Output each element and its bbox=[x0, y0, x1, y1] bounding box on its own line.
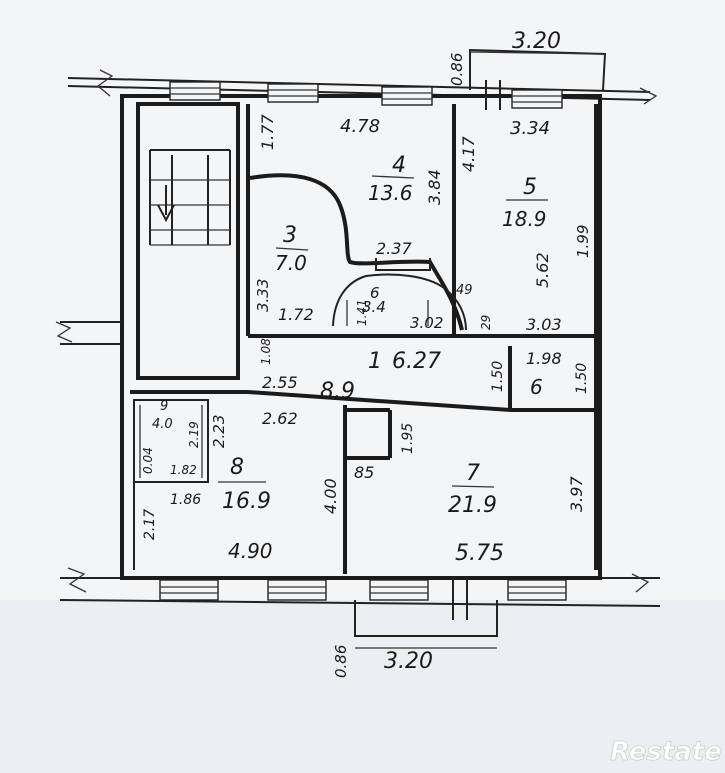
dim-room5-width: 3.34 bbox=[510, 118, 550, 139]
dim-room3-bottom: 1.72 bbox=[278, 305, 314, 324]
curved-partitions bbox=[249, 173, 467, 331]
dim-room6-bottom: 3.02 bbox=[410, 314, 443, 332]
room-number: 3 bbox=[283, 223, 297, 248]
dim-room4-width: 4.78 bbox=[340, 116, 380, 137]
dim-corridor-length: 6.27 bbox=[392, 349, 441, 374]
dim-room6-diag: 49 bbox=[456, 283, 473, 298]
room-area: 18.9 bbox=[502, 207, 547, 231]
dim-room8-bottom-left: 1.86 bbox=[170, 492, 201, 508]
dim-room5-notch: 29 bbox=[479, 315, 493, 330]
room-area: 8.9 bbox=[320, 379, 355, 404]
room-number: 9 bbox=[160, 399, 168, 414]
dim-top-balcony-width: 3.20 bbox=[512, 29, 561, 54]
room-number: 1 bbox=[368, 349, 382, 374]
room-area: 7.0 bbox=[275, 251, 307, 275]
dim-corridor-right: 1.50 bbox=[490, 361, 506, 392]
top-balcony bbox=[469, 48, 607, 110]
room-number: 8 bbox=[230, 455, 244, 480]
dim-room4-height: 3.84 bbox=[425, 169, 444, 205]
dim-room8-lower-left: 2.17 bbox=[142, 509, 158, 540]
dim-corridor-end: 1.08 bbox=[259, 338, 273, 365]
dim-room7-height: 3.97 bbox=[567, 476, 586, 512]
bottom-balcony bbox=[354, 578, 498, 637]
room-number: 7 bbox=[466, 461, 480, 486]
dim-room8-left: 2.23 bbox=[210, 415, 228, 448]
interior-walls bbox=[60, 94, 602, 580]
dim-room9-side: 0.04 bbox=[141, 447, 155, 474]
dim-closet-side: 1.50 bbox=[574, 363, 590, 394]
dim-room4-left: 1.77 bbox=[258, 114, 277, 150]
room-number: 4 bbox=[392, 153, 406, 178]
dim-bottom-balcony-depth: 0.86 bbox=[332, 645, 350, 678]
dim-room6-left: 1.41 bbox=[355, 299, 369, 326]
dimension-lines bbox=[355, 51, 606, 649]
room-area: 4.0 bbox=[152, 417, 173, 432]
dim-corridor-left: 2.55 bbox=[262, 373, 298, 392]
dim-room6-width: 2.37 bbox=[376, 239, 412, 258]
dim-room5-bottom: 3.03 bbox=[526, 315, 562, 334]
dim-room3-height: 3.33 bbox=[254, 279, 272, 312]
dim-room7-door: 1.95 bbox=[400, 423, 416, 454]
room-area: 3.4 bbox=[362, 298, 386, 316]
dim-room5-right: 1.99 bbox=[574, 225, 592, 258]
room-number: 5 bbox=[523, 175, 537, 200]
windows-top bbox=[169, 81, 563, 109]
dim-top-balcony-depth: 0.86 bbox=[448, 53, 466, 86]
dimension-labels: 3.20 0.86 4.78 1.77 3.84 3.34 4.17 5.62 … bbox=[141, 29, 592, 678]
room-area: 21.9 bbox=[448, 493, 497, 518]
room-labels: 1 8.9 3 7.0 4 13.6 5 18.9 6 3.4 7 21.9 8… bbox=[152, 153, 548, 518]
watermark: Restate bbox=[610, 737, 722, 767]
dim-room7-notch: 85 bbox=[354, 463, 374, 482]
dim-room8-top: 2.62 bbox=[262, 409, 298, 428]
room-number: 6 bbox=[370, 284, 380, 302]
dim-room7-width: 5.75 bbox=[455, 541, 504, 566]
dim-closet-width: 1.98 bbox=[526, 349, 562, 368]
dim-room5-height: 5.62 bbox=[533, 252, 552, 288]
room-area: 16.9 bbox=[222, 489, 271, 514]
windows-bottom bbox=[159, 579, 567, 601]
dim-room8-height: 4.00 bbox=[321, 478, 340, 514]
dim-room9-width: 1.82 bbox=[170, 463, 197, 477]
dim-room8-width: 4.90 bbox=[228, 539, 273, 563]
dim-bottom-balcony-width: 3.20 bbox=[384, 649, 433, 674]
dim-room9-height: 2.19 bbox=[187, 421, 201, 448]
closet-number: 6 bbox=[530, 375, 543, 399]
dim-room5-left: 4.17 bbox=[459, 136, 478, 172]
room-area: 13.6 bbox=[368, 181, 413, 205]
